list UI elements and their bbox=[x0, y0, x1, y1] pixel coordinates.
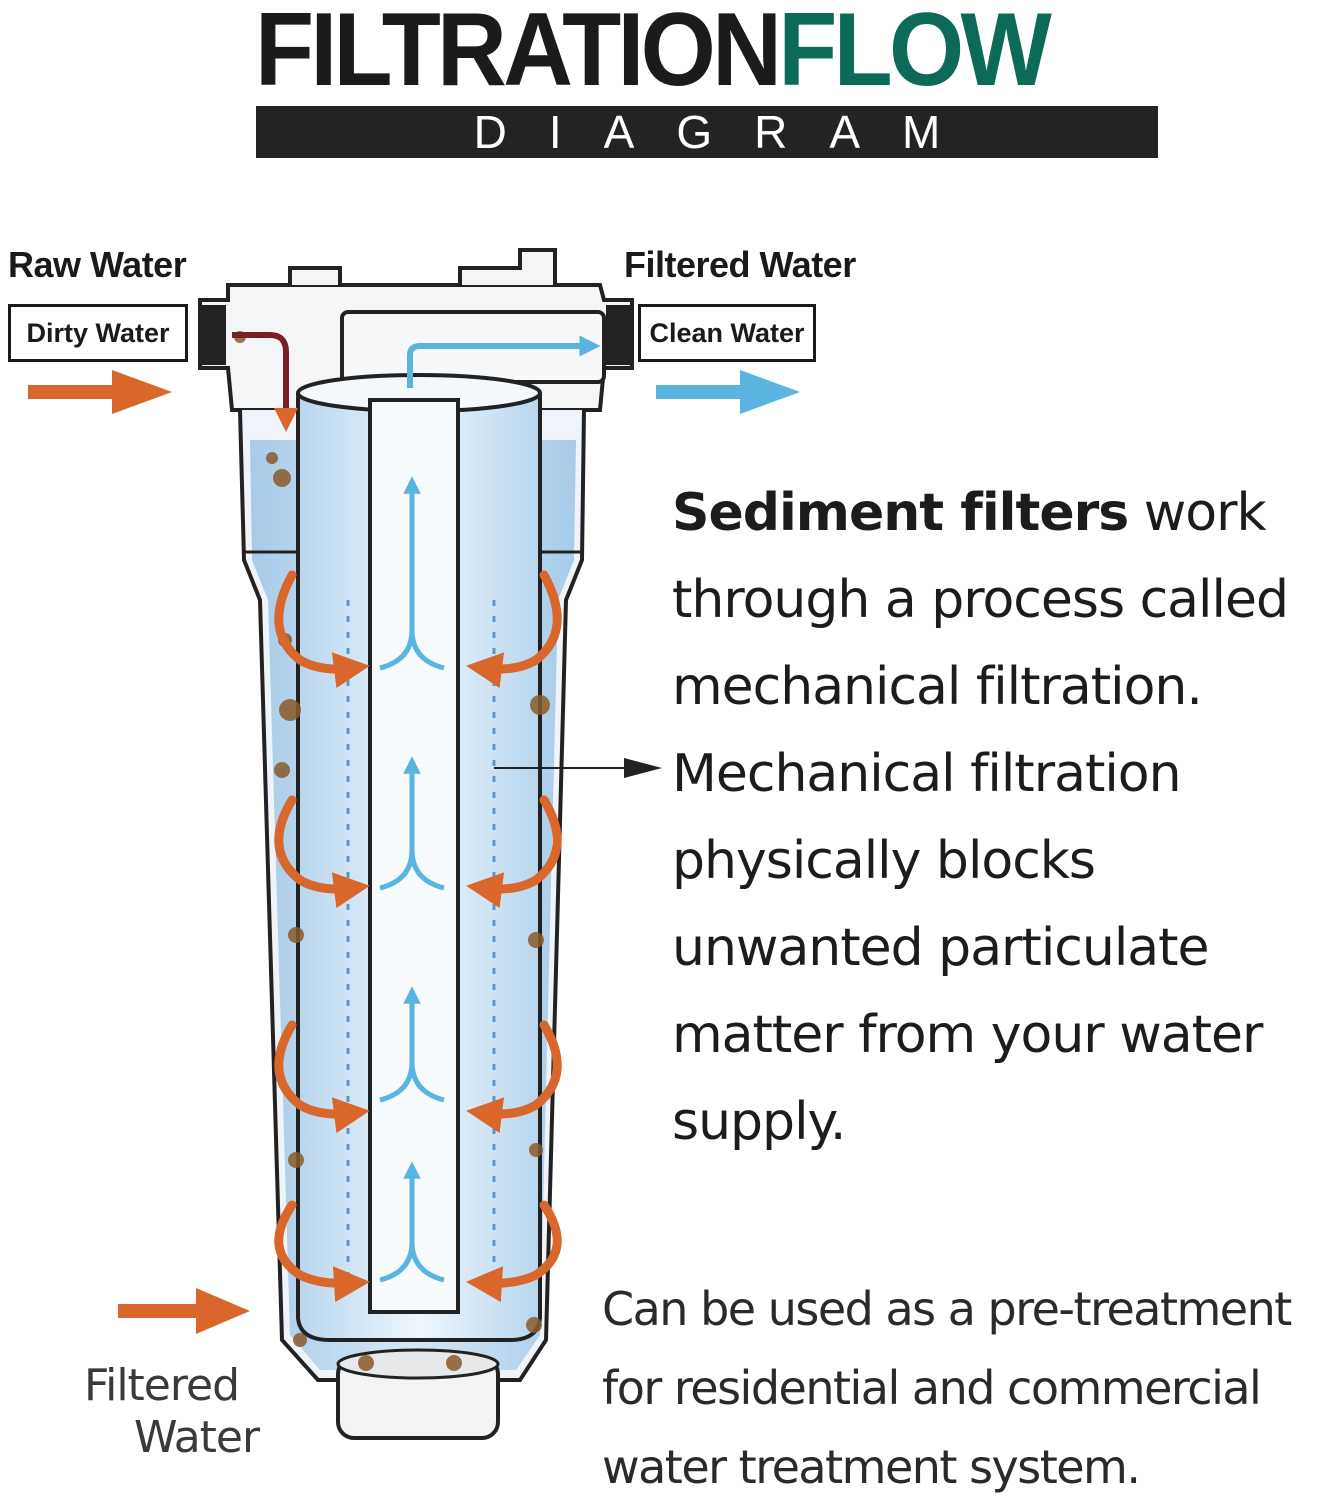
core-flow-arrows bbox=[379, 476, 445, 1283]
outlet-arrow-icon bbox=[656, 370, 800, 414]
filtered-water-label: Filtered Water bbox=[624, 244, 856, 285]
filter-cartridge bbox=[296, 373, 542, 1342]
clean-water-box: Clean Water bbox=[638, 304, 816, 362]
description-line-6: unwanted particulate bbox=[672, 918, 1210, 978]
bottom-label-line-2: Water bbox=[134, 1412, 260, 1463]
description-line-1-rest: work bbox=[1128, 483, 1267, 543]
note-line-1: Can be used as a pre-treatment bbox=[602, 1282, 1292, 1336]
note-line-3: water treatment system. bbox=[602, 1440, 1141, 1494]
title-part-flow: FLOW bbox=[778, 0, 1052, 108]
description-line-4: Mechanical filtration bbox=[672, 744, 1182, 804]
bottom-arrow-icon bbox=[118, 1288, 250, 1334]
diagram-title: FILTRATIONFLOW bbox=[255, 0, 1097, 102]
description-line-2: through a process called bbox=[672, 570, 1289, 630]
dirty-flow-path bbox=[232, 332, 298, 432]
description-text: Sediment filters work through a process … bbox=[672, 470, 1322, 1166]
bottom-label-line-1: Filtered bbox=[84, 1360, 240, 1411]
description-line-3: mechanical filtration. bbox=[672, 657, 1203, 717]
dirty-water-box: Dirty Water bbox=[8, 304, 188, 362]
description-line-8: supply. bbox=[672, 1092, 846, 1152]
clean-flow-path bbox=[407, 335, 601, 388]
description-line-7: matter from your water bbox=[672, 1005, 1263, 1065]
subtitle-bar: DIAGRAM bbox=[256, 106, 1158, 158]
usage-note: Can be used as a pre-treatment for resid… bbox=[602, 1270, 1322, 1507]
note-line-2: for residential and commercial bbox=[602, 1361, 1262, 1415]
pointer-arrow-icon bbox=[494, 758, 662, 778]
raw-water-label: Raw Water bbox=[8, 244, 187, 285]
inlet-arrow-icon bbox=[28, 370, 172, 414]
description-bold: Sediment filters bbox=[672, 483, 1129, 543]
title-part-filtration: FILTRATION bbox=[255, 0, 782, 108]
description-line-1: Sediment filters work bbox=[672, 470, 1322, 557]
filtration-arrows bbox=[274, 570, 562, 1303]
description-line-5: physically blocks bbox=[672, 831, 1096, 891]
